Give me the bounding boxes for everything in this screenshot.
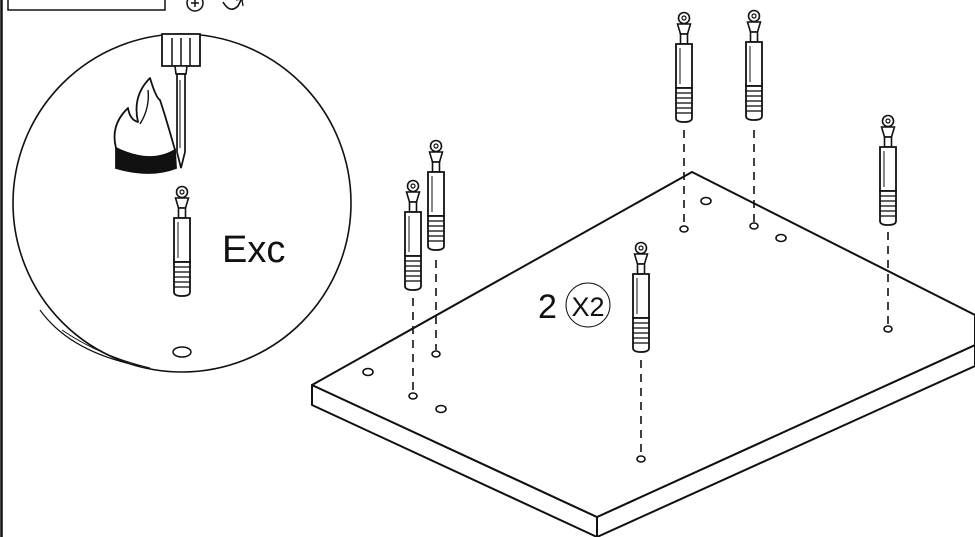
parts-callout-box: [7, 0, 166, 11]
panel-holes: [362, 196, 893, 463]
detail-label: Exc: [222, 229, 285, 271]
quantity-circle: [565, 282, 611, 328]
rotate-arrow-icon: [113, 77, 177, 174]
cam-bolt-icon: [879, 114, 897, 226]
phillips-screwdriver-icon: [186, 0, 204, 12]
phillips-screwdriver-icon: [161, 33, 201, 169]
cam-bolt-icon: [173, 185, 191, 297]
cam-bolt-icon: [675, 11, 693, 123]
detail-hole: [172, 346, 192, 358]
quantity-callout: 2 X2: [538, 282, 611, 328]
detail-magnifier: Exc: [12, 33, 352, 373]
cam-bolt-icon: [404, 179, 422, 291]
cam-bolt-icon: [632, 241, 650, 353]
cam-bolt-icon: [745, 9, 763, 121]
cam-bolt-icon: [427, 139, 445, 251]
rotate-arrow-icon: [222, 0, 244, 10]
guide-lines: [412, 130, 889, 455]
step-number: 2: [538, 288, 557, 326]
quantity-label: X2: [571, 292, 604, 322]
